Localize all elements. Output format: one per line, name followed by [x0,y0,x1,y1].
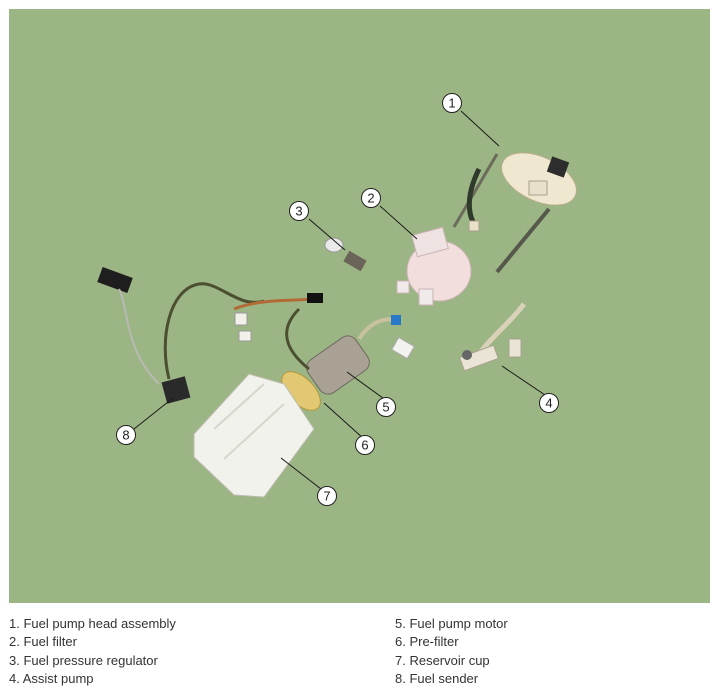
parts-illustration: 1 2 3 4 5 6 7 8 [97,93,577,506]
exploded-parts-photo: 1 2 3 4 5 6 7 8 [9,9,710,603]
svg-text:7: 7 [323,489,330,504]
legend-item-5: 5. Fuel pump motor [395,616,508,631]
leader-line-4 [501,365,549,398]
callout-4: 4 [539,393,559,413]
callout-7: 7 [317,486,337,506]
svg-text:5: 5 [382,400,389,415]
svg-text:4: 4 [545,396,552,411]
callout-5: 5 [376,397,396,417]
leader-line-5 [346,371,388,402]
callout-6: 6 [355,435,375,455]
svg-text:3: 3 [295,204,302,219]
callout-1: 1 [442,93,462,113]
leader-line-1 [460,110,500,147]
part-assist-pump [459,302,526,372]
leader-line-2 [379,205,418,240]
leader-line-7 [280,457,322,490]
callout-8: 8 [116,425,136,445]
svg-text:2: 2 [367,191,374,206]
part-fuel-pressure-regulator [324,237,367,272]
legend-item-2: 2. Fuel filter [9,634,77,650]
legend-item-6: 6. Pre-filter [395,634,459,650]
legend-item-8: 8. Fuel sender [395,670,479,686]
legend-column-left: 1. Fuel pump head assembly 2. Fuel filte… [9,615,176,688]
leader-line-8 [133,397,174,430]
legend-column-right: 5. Fuel pump motor 6. Pre-filter 7. Rese… [395,615,508,688]
part-fuel-sender [97,267,323,404]
leader-line-3 [308,218,346,251]
leader-line-6 [323,402,365,440]
svg-text:6: 6 [361,438,368,453]
callout-3: 3 [289,201,309,221]
part-fuel-pump-motor [306,315,415,395]
svg-text:8: 8 [122,428,129,443]
legend-item-3: 3. Fuel pressure regulator [9,652,158,668]
callout-2: 2 [361,188,381,208]
legend-item-1: 1. Fuel pump head assembly [9,616,176,631]
svg-text:1: 1 [448,96,455,111]
part-fuel-pump-head-assembly [452,152,577,274]
part-fuel-filter [396,226,472,306]
part-reservoir-cup [193,373,315,498]
legend-item-7: 7. Reservoir cup [395,652,490,668]
parts-legend: 1. Fuel pump head assembly 2. Fuel filte… [9,615,709,695]
legend-item-4: 4. Assist pump [9,670,94,686]
